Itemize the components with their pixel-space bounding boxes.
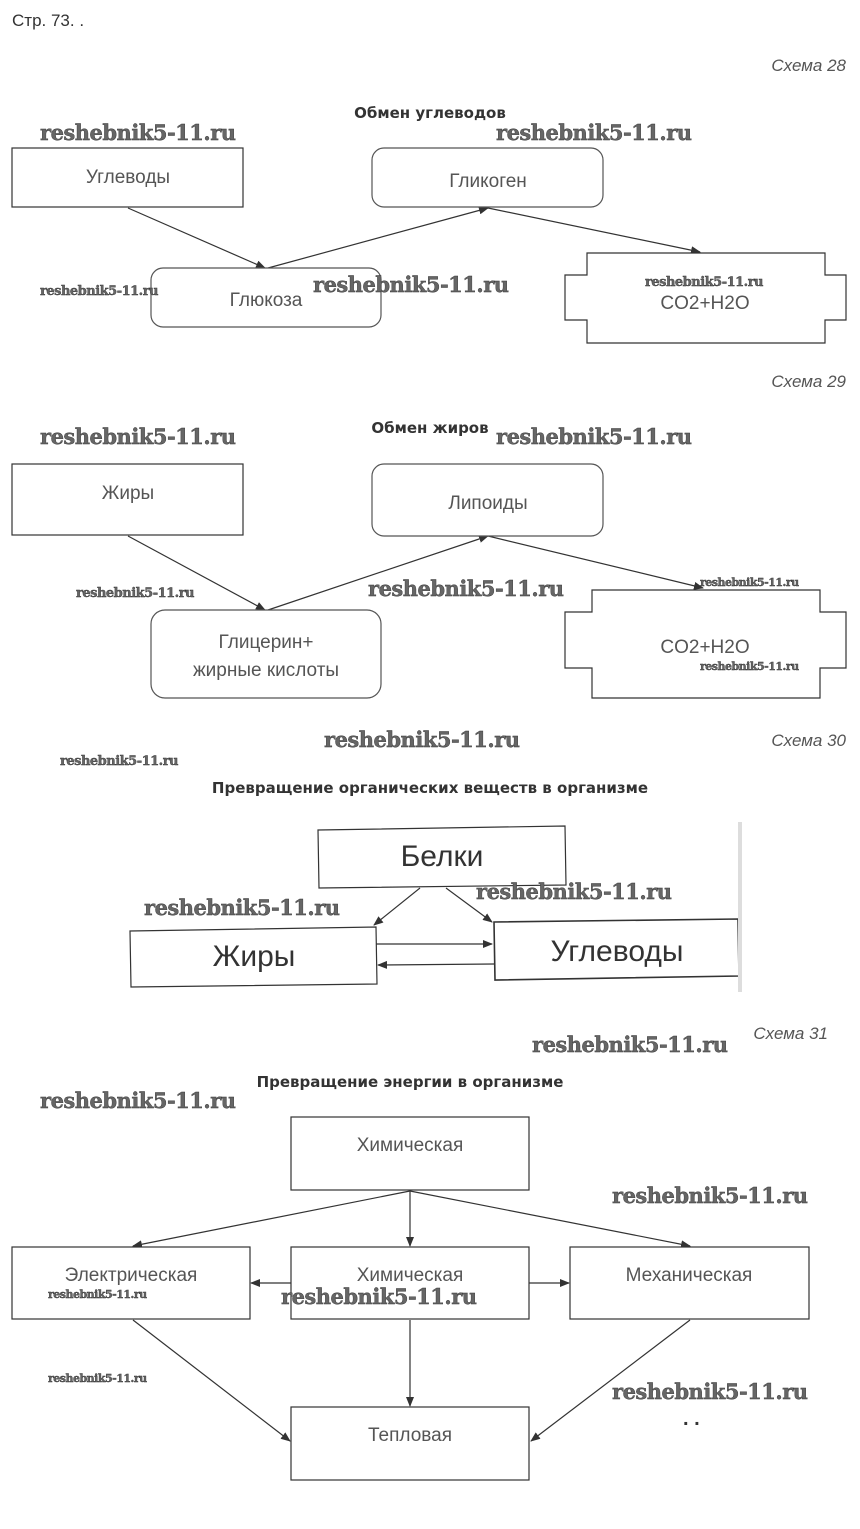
node-label: CO2+H2O xyxy=(660,293,749,314)
scheme-title: Превращение энергии в организме xyxy=(257,1073,564,1091)
arrow xyxy=(487,535,704,590)
watermark: reshebnik5-11.ru xyxy=(368,576,564,601)
scheme-title: Превращение органических веществ в орган… xyxy=(212,779,648,797)
arrow xyxy=(487,207,701,255)
node-label: Механическая xyxy=(626,1265,753,1286)
node-label: Гликоген xyxy=(449,171,527,192)
node-mechanical xyxy=(569,1246,810,1320)
node-electrical xyxy=(11,1246,251,1320)
scheme-label: Схема 28 xyxy=(771,56,846,75)
watermark: reshebnik5-11.ru xyxy=(324,727,520,752)
node-fats xyxy=(129,926,378,988)
node-thermal xyxy=(290,1406,530,1481)
watermark: reshebnik5-11.ru xyxy=(48,1288,147,1301)
watermark: reshebnik5-11.ru xyxy=(532,1032,728,1057)
node-glucose xyxy=(150,267,382,328)
node-label: Жиры xyxy=(102,483,154,504)
node-lipoids xyxy=(371,463,604,537)
arrow xyxy=(127,207,266,269)
node-label: Химическая xyxy=(357,1135,464,1156)
node-chemical-middle xyxy=(290,1246,530,1320)
scheme-label: Схема 31 xyxy=(753,1024,828,1043)
watermark: reshebnik5-11.ru xyxy=(476,879,672,904)
arrow xyxy=(267,535,489,611)
node-label: Жиры xyxy=(213,940,296,973)
scheme-title: Обмен жиров xyxy=(371,419,488,437)
node-label: CO2+H2O xyxy=(660,637,749,658)
watermark: reshebnik5-11.ru xyxy=(48,1372,147,1385)
watermark: reshebnik5-11.ru xyxy=(40,120,236,145)
watermark: reshebnik5-11.ru xyxy=(281,1284,477,1309)
node-fats xyxy=(11,463,244,536)
arrow xyxy=(445,887,493,923)
scheme-title: Обмен углеводов xyxy=(354,104,506,122)
node-label: жирные кислоты xyxy=(193,660,339,681)
watermark: reshebnik5-11.ru xyxy=(645,275,763,290)
scheme-28: Схема 28 Обмен углеводов Углеводы Гликог… xyxy=(11,56,847,344)
watermark: reshebnik5-11.ru xyxy=(612,1183,808,1208)
watermark: reshebnik5-11.ru xyxy=(144,895,340,920)
watermark: reshebnik5-11.ru xyxy=(313,272,509,297)
node-glycogen xyxy=(371,147,604,208)
watermark: reshebnik5-11.ru xyxy=(700,660,799,673)
watermark: reshebnik5-11.ru xyxy=(76,586,194,601)
scheme-31: Схема 31 Превращение энергии в организме… xyxy=(11,1024,828,1481)
arrow xyxy=(127,535,266,611)
node-label: Тепловая xyxy=(368,1425,452,1446)
node-label: Химическая xyxy=(357,1265,464,1286)
node-proteins xyxy=(317,825,567,889)
watermark: reshebnik5-11.ru xyxy=(40,284,158,299)
node-carbohydrates xyxy=(11,147,244,208)
node-glycerol-fatty-acids xyxy=(150,609,382,699)
node-co2-h2o xyxy=(564,589,847,699)
scheme-30: Схема 30 Превращение органических вещест… xyxy=(60,727,847,992)
watermark: reshebnik5-11.ru xyxy=(700,576,799,589)
dots: . . xyxy=(683,1408,700,1430)
node-label: Электрическая xyxy=(65,1265,198,1286)
arrow xyxy=(132,1190,411,1249)
node-label: Углеводы xyxy=(551,935,684,968)
arrow xyxy=(530,1319,691,1442)
arrow xyxy=(377,960,495,969)
node-label: Углеводы xyxy=(86,167,170,188)
watermark: reshebnik5-11.ru xyxy=(612,1379,808,1404)
watermark: reshebnik5-11.ru xyxy=(60,754,178,769)
node-label: Глицерин+ xyxy=(219,632,314,653)
scheme-label: Схема 29 xyxy=(771,372,846,391)
watermark: reshebnik5-11.ru xyxy=(496,120,692,145)
node-label: Белки xyxy=(401,840,484,873)
arrow xyxy=(132,1319,291,1442)
arrow xyxy=(409,1190,691,1249)
watermark: reshebnik5-11.ru xyxy=(40,1088,236,1113)
watermark: reshebnik5-11.ru xyxy=(496,424,692,449)
node-chemical-top xyxy=(290,1116,530,1191)
scheme-label: Схема 30 xyxy=(771,731,846,750)
arrow xyxy=(373,887,421,926)
page-header: Стр. 73. . xyxy=(12,11,84,30)
watermark: reshebnik5-11.ru xyxy=(40,424,236,449)
node-label: Липоиды xyxy=(448,493,527,514)
scheme-29: Схема 29 Обмен жиров Жиры Липоиды Глицер… xyxy=(11,372,847,699)
node-label: Глюкоза xyxy=(230,290,303,311)
arrow xyxy=(267,206,489,269)
node-co2-h2o xyxy=(564,252,847,344)
